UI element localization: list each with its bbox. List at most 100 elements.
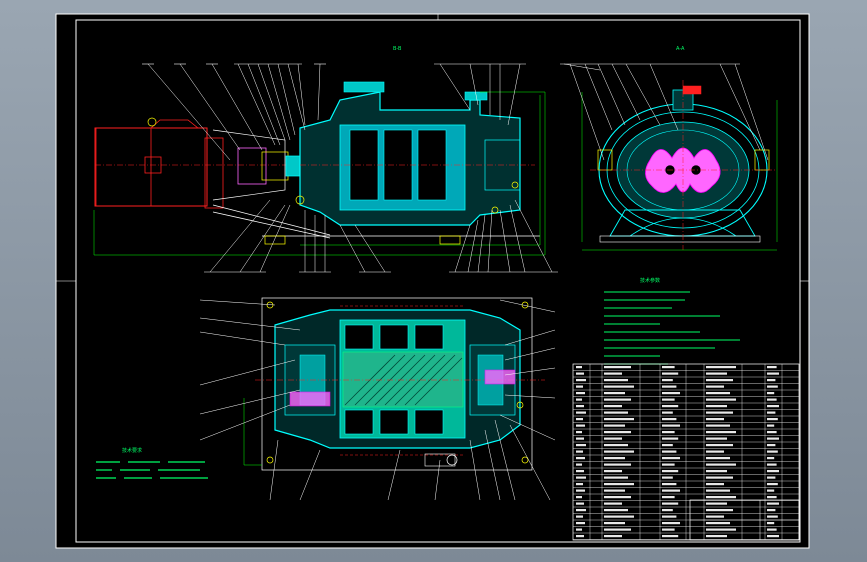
bom-cell-text — [706, 483, 724, 486]
bom-cell-text — [576, 450, 583, 453]
bom-cell-text — [767, 431, 777, 434]
bom-cell-text — [662, 522, 680, 525]
bom-cell-text — [604, 405, 622, 408]
bom-cell-text — [576, 392, 585, 395]
bom-cell-text — [767, 470, 779, 473]
balloon-ticks-top — [142, 63, 558, 273]
section-label-a: A-A — [676, 46, 685, 52]
bom-cell-text — [662, 372, 679, 375]
bom-cell-text — [767, 379, 776, 382]
bom-cell-text — [662, 398, 675, 401]
bom-cell-text — [604, 522, 625, 525]
bom-cell-text — [662, 444, 673, 447]
bom-cell-text — [706, 502, 727, 505]
bom-cell-text — [604, 476, 628, 479]
bom-cell-text — [662, 424, 680, 427]
leader-lines-endview — [560, 63, 769, 161]
bom-cell-text — [576, 470, 584, 473]
dimension-lines-top — [93, 91, 546, 256]
bom-cell-text — [706, 411, 733, 414]
notes-title: 技术要求 — [122, 447, 142, 454]
bom-cell-text — [576, 385, 583, 388]
bom-cell-text — [767, 463, 777, 466]
bom-cell-text — [662, 392, 680, 395]
bom-cell-text — [576, 535, 584, 538]
bom-cell-text — [604, 418, 634, 421]
bom-cell-text — [662, 405, 679, 408]
bom-cell-text — [706, 476, 733, 479]
bom-cell-text — [767, 437, 779, 440]
bom-cell-text — [604, 385, 634, 388]
bom-cell-text — [767, 398, 777, 401]
bom-cell-text — [706, 528, 736, 531]
bom-cell-text — [604, 496, 631, 499]
bom-cell-text — [576, 431, 582, 434]
pump-casing-side-view — [295, 81, 535, 226]
bom-cell-text — [576, 476, 586, 479]
bom-cell-text — [576, 489, 585, 492]
bom-cell-text — [604, 392, 625, 395]
bom-cell-text — [604, 444, 628, 447]
bom-cell-text — [604, 463, 631, 466]
bom-cell-text — [604, 398, 631, 401]
bom-cell-text — [662, 437, 679, 440]
bom-cell-text — [706, 444, 733, 447]
bom-cell-text — [604, 372, 622, 375]
leader-lines-plan — [199, 299, 556, 501]
coupling — [237, 147, 305, 185]
bom-cell-text — [767, 405, 779, 408]
bom-cell-text — [767, 411, 776, 414]
bom-cell-text — [662, 457, 680, 460]
notes-block: 技术要求 — [96, 447, 208, 479]
bom-cell-text — [662, 366, 675, 369]
bom-cell-text — [576, 483, 583, 486]
bom-cell-text — [706, 392, 730, 395]
bom-cell-text — [662, 535, 679, 538]
leader-lines-top — [147, 63, 553, 273]
params-block: 技术参数 — [604, 277, 740, 365]
bom-cell-text — [604, 535, 622, 538]
bom-table — [572, 363, 800, 541]
bom-cell-text — [576, 463, 582, 466]
rotor-endview — [581, 80, 778, 251]
bom-cell-text — [662, 528, 675, 531]
bom-cell-text — [767, 392, 775, 395]
bom-cell-text — [576, 398, 582, 401]
bom-cell-text — [706, 385, 724, 388]
bom-cell-text — [767, 444, 776, 447]
bom-cell-text — [604, 457, 625, 460]
bom-cell-text — [706, 509, 733, 512]
bom-cell-text — [576, 418, 583, 421]
bom-cell-text — [604, 411, 628, 414]
bom-cell-text — [604, 379, 628, 382]
bom-cell-text — [604, 450, 634, 453]
bom-cell-text — [662, 515, 677, 518]
bom-cell-text — [576, 366, 582, 369]
bom-cell-text — [767, 372, 779, 375]
bom-cell-text — [604, 515, 634, 518]
bom-cell-text — [706, 372, 727, 375]
bom-cell-text — [662, 431, 675, 434]
bom-cell-text — [604, 489, 625, 492]
bom-cell-text — [604, 483, 634, 486]
bom-cell-text — [576, 528, 582, 531]
bom-cell-text — [604, 437, 622, 440]
bom-cell-text — [767, 502, 779, 505]
bom-cell-text — [662, 476, 673, 479]
bom-cell-text — [576, 372, 584, 375]
bom-cell-text — [706, 398, 736, 401]
bom-cell-text — [662, 379, 673, 382]
bom-cell-text — [604, 424, 625, 427]
bom-cell-text — [706, 463, 736, 466]
bom-cell-text — [662, 489, 680, 492]
bom-cell-text — [604, 431, 631, 434]
bom-cell-text — [767, 385, 778, 388]
bom-cell-text — [706, 431, 736, 434]
bom-cell-text — [706, 470, 727, 473]
bom-cell-text — [767, 522, 775, 525]
bom-cell-text — [576, 411, 586, 414]
bom-cell-text — [767, 424, 775, 427]
bom-cell-text — [604, 509, 628, 512]
